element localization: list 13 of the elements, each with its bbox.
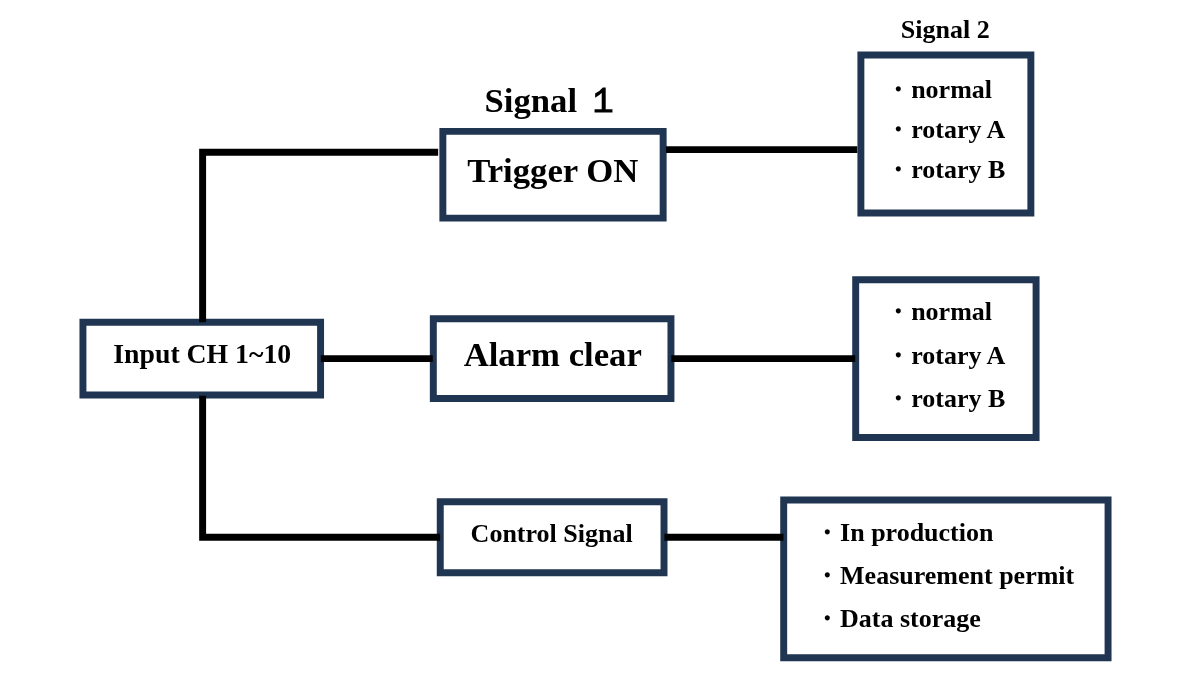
node-box: ・normal ・rotary A ・rotary B xyxy=(851,276,1040,441)
node-box: Alarm clear xyxy=(429,315,674,402)
node-box: Control Signal xyxy=(436,498,667,577)
connector xyxy=(670,355,855,363)
node-box: Trigger ON xyxy=(438,127,667,222)
node-label: Signal １ xyxy=(483,81,621,121)
connector xyxy=(663,533,783,541)
connector xyxy=(198,148,438,323)
node-box: Input CH 1~10 xyxy=(78,318,324,399)
node-box: ・In production ・Measurement permit ・Data storage xyxy=(779,496,1112,662)
node-label: Signal 2 xyxy=(900,14,990,44)
node-box: ・normal ・rotary A ・rotary B xyxy=(856,51,1034,217)
connector xyxy=(198,395,440,541)
